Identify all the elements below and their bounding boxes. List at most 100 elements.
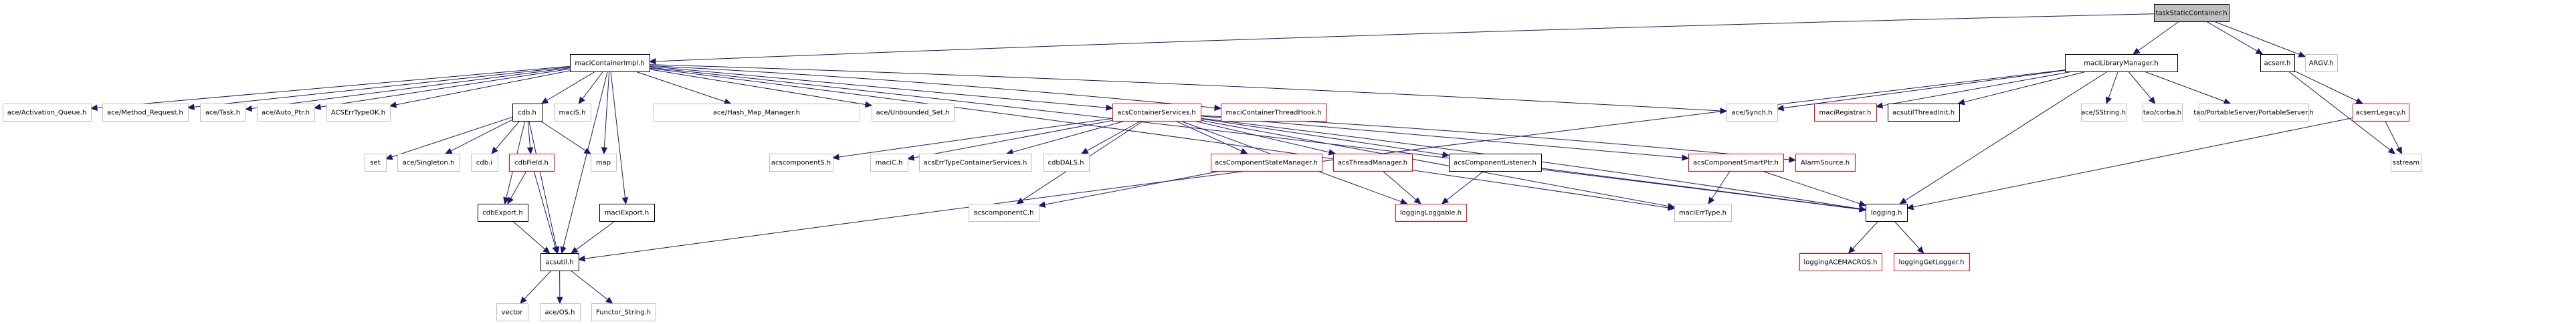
dependency-edge (649, 65, 1114, 111)
node-acsutilThreadInit[interactable]: acsutilThreadInit.h (1888, 104, 1960, 122)
node-label: sstream (2393, 160, 2419, 167)
arrowhead-icon (2355, 98, 2363, 104)
node-box (2065, 54, 2178, 72)
node-box (2260, 54, 2295, 72)
node-cdbExport[interactable]: cdbExport.h (478, 204, 528, 222)
node-maciLibraryManager[interactable]: maciLibraryManager.h (2065, 54, 2178, 72)
node-label: maciErrType.h (1679, 210, 1726, 217)
node-loggingGetLogger[interactable]: loggingGetLogger.h (1894, 253, 1970, 271)
node-loggingACEMACROS[interactable]: loggingACEMACROS.h (1799, 253, 1882, 271)
node-acsComponentStateManager[interactable]: acsComponentStateManager.h (1211, 154, 1322, 172)
dependency-edge (1899, 71, 2108, 204)
node-aceSString: ace/SString.h (2081, 104, 2126, 122)
node-maciContainerImpl[interactable]: maciContainerImpl.h (570, 54, 650, 72)
node-box (509, 154, 555, 172)
arrowhead-icon (1214, 104, 1222, 112)
node-taskStaticContainer[interactable]: taskStaticContainer.h (2154, 4, 2230, 22)
arrowhead-icon (605, 297, 613, 304)
dependency-edge (649, 67, 1867, 212)
edge-line (1761, 170, 1860, 204)
node-acserrLegacy[interactable]: acserrLegacy.h (2353, 104, 2409, 122)
arrowhead-icon (557, 297, 563, 305)
dependency-edge (649, 69, 873, 108)
node-maciRegistrar[interactable]: maciRegistrar.h (1814, 104, 1877, 122)
node-label: ACSErrTypeOK.h (331, 110, 385, 117)
node-acsComponentSmartPtr[interactable]: acsComponentSmartPtr.h (1688, 154, 1784, 172)
edge-line (913, 120, 1113, 158)
dependency-edge (2288, 71, 2396, 154)
arrowhead-icon (1858, 206, 1867, 212)
dependency-edge (1441, 170, 1484, 204)
node-acsutil[interactable]: acsutil.h (540, 253, 579, 271)
node-cdb[interactable]: cdb.h (512, 104, 542, 122)
dependency-edge (491, 120, 520, 154)
dependency-edge (512, 220, 551, 254)
arrowhead-icon (1441, 197, 1450, 204)
arrowhead-icon (1899, 197, 1907, 204)
node-maciContainerThreadHook[interactable]: maciContainerThreadHook.h (1221, 104, 1327, 122)
node-box (478, 204, 528, 222)
arrowhead-icon (2148, 96, 2156, 104)
arrowhead-icon (552, 246, 559, 255)
dependency-edge (1037, 170, 1221, 208)
edge-line (649, 65, 1107, 108)
dependency-edge (570, 270, 613, 304)
node-box (496, 303, 528, 321)
dependency-edge (831, 118, 1113, 160)
node-loggingLoggable[interactable]: loggingLoggable.h (1395, 204, 1467, 222)
arrowhead-icon (1906, 204, 1914, 210)
node-acsContainerServices[interactable]: acsContainerServices.h (1112, 104, 1201, 122)
dependency-edge (571, 220, 615, 254)
arrowhead-icon (2395, 146, 2402, 155)
node-box (1726, 104, 1778, 122)
dependency-edge (649, 67, 1676, 211)
node-box (1449, 154, 1542, 172)
node-AlarmSource[interactable]: AlarmSource.h (1795, 154, 1856, 172)
node-acserr[interactable]: acserr.h (2260, 54, 2295, 72)
dependency-edge (244, 67, 571, 112)
node-label: acsContainerServices.h (1117, 110, 1195, 117)
node-aceActivationQueue: ace/Activation_Queue.h (3, 104, 92, 122)
edge-line (1894, 220, 1920, 249)
node-label: cdb.h (518, 110, 536, 117)
node-cdbDALS: cdbDALS.h (1043, 154, 1090, 172)
node-label: ace/Method_Request.h (107, 110, 183, 117)
node-taoCorba: tao/corba.h (2143, 104, 2183, 122)
node-acsComponentListener[interactable]: acsComponentListener.h (1449, 154, 1542, 172)
arrowhead-icon (1848, 246, 1856, 254)
node-label: ace/Synch.h (1731, 110, 1772, 117)
arrowhead-icon (2255, 48, 2264, 55)
edge-line (1904, 71, 2108, 201)
arrowhead-icon (723, 98, 732, 105)
edge-line (1200, 118, 1444, 155)
node-acsErrTypeContainerServices: acsErrTypeContainerServices.h (919, 154, 1032, 172)
node-box (540, 303, 581, 321)
dependency-edge (1005, 120, 1126, 156)
edge-line (251, 67, 571, 110)
node-logging[interactable]: logging.h (1866, 204, 1908, 222)
edge-line (1200, 116, 1683, 158)
dependency-edge (1200, 116, 1690, 161)
arrowhead-icon (1916, 246, 1924, 254)
node-box (397, 154, 460, 172)
dependency-edge (2105, 71, 2118, 105)
edge-line (838, 118, 1113, 158)
arrowhead-icon (601, 147, 608, 155)
dependency-edge (528, 120, 560, 255)
node-acsThreadManager[interactable]: acsThreadManager.h (1333, 154, 1413, 172)
edge-line (2294, 70, 2357, 102)
dependency-edge (2144, 71, 2232, 105)
edge-line (2385, 120, 2399, 149)
edge-line (1382, 170, 1417, 200)
node-maciExport[interactable]: maciExport.h (599, 204, 655, 222)
node-aceMethodRequest: ace/Method_Request.h (102, 104, 189, 122)
node-label: acserrLegacy.h (2356, 110, 2406, 117)
node-label: tao/PortableServer/PortableServer.h (2193, 110, 2314, 117)
node-cdbField[interactable]: cdbField.h (509, 154, 555, 172)
arrowhead-icon (313, 104, 322, 110)
arrowhead-icon (187, 104, 195, 110)
node-aceTask: ace/Task.h (200, 104, 246, 122)
node-label: logging.h (1871, 210, 1902, 217)
arrowhead-icon (1328, 149, 1336, 156)
